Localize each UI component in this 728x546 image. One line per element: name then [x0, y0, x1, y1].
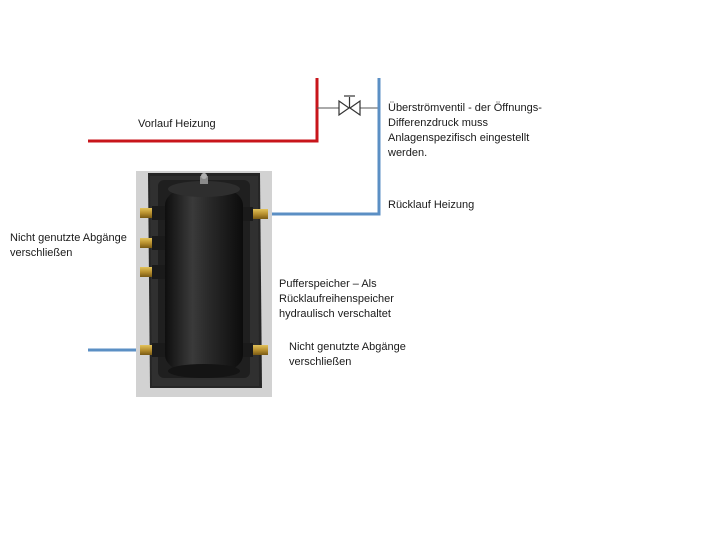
- label-buffer-line-3: hydraulisch verschaltet: [279, 308, 391, 320]
- overflow-valve-icon: [338, 95, 361, 117]
- buffer-tank-icon: [136, 171, 272, 397]
- label-ruecklauf: Rücklauf Heizung: [388, 199, 475, 211]
- label-unused-left-line-1: Nicht genutzte Abgänge: [10, 232, 127, 244]
- supply-pipe: [88, 78, 319, 143]
- label-buffer-line-1: Pufferspeicher – Als: [279, 278, 377, 290]
- label-unused-left-line-2: verschließen: [10, 247, 73, 259]
- label-unused-right-line-2: verschließen: [289, 356, 352, 368]
- return-pipe: [262, 78, 381, 216]
- label-valve-line-1: Überströmventil - der Öffnungs-: [388, 102, 542, 114]
- label-valve: Überströmventil - der Öffnungs- Differen…: [388, 101, 542, 161]
- label-unused-right: Nicht genutzte Abgänge verschließen: [289, 340, 406, 370]
- label-valve-line-3: Anlagenspezifisch eingestellt: [388, 132, 530, 144]
- label-valve-line-4: werden.: [388, 147, 428, 159]
- label-valve-line-2: Differenzdruck muss: [388, 117, 489, 129]
- label-unused-right-line-1: Nicht genutzte Abgänge: [289, 341, 406, 353]
- label-buffer: Pufferspeicher – Als Rücklaufreihenspeic…: [279, 277, 394, 322]
- label-unused-left: Nicht genutzte Abgänge verschließen: [10, 231, 127, 261]
- label-buffer-line-2: Rücklaufreihenspeicher: [279, 293, 394, 305]
- label-vorlauf: Vorlauf Heizung: [138, 118, 216, 130]
